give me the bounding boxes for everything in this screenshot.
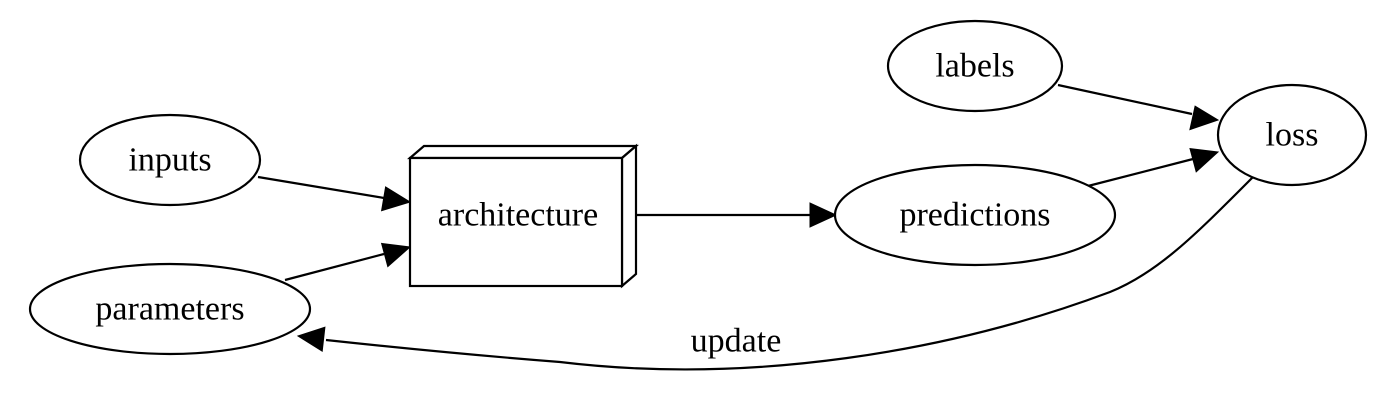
node-predictions: predictions — [833, 163, 1117, 267]
node-parameters-label: parameters — [95, 291, 244, 328]
node-architecture: architecture — [407, 143, 639, 289]
arrowhead-icon — [380, 242, 412, 268]
arrowhead-icon — [380, 186, 412, 212]
edge-predictions-to-loss — [1087, 148, 1220, 188]
box-side-face — [620, 143, 638, 289]
arrowhead-icon — [809, 202, 838, 228]
edge-parameters-to-architecture — [284, 242, 412, 282]
node-parameters: parameters — [28, 262, 312, 356]
edge-label-update: update — [691, 323, 782, 360]
arrowhead-icon — [296, 326, 326, 352]
box-front-face — [408, 156, 624, 288]
edge-labels-to-loss — [1057, 83, 1220, 131]
node-loss-label: loss — [1266, 117, 1319, 154]
node-architecture-label: architecture — [438, 197, 598, 234]
edge-loss-to-parameters — [296, 171, 1259, 371]
node-inputs-label: inputs — [128, 142, 211, 179]
node-labels: labels — [886, 19, 1064, 113]
node-loss: loss — [1216, 83, 1368, 187]
node-inputs: inputs — [78, 113, 262, 207]
node-predictions-label: predictions — [899, 197, 1050, 234]
node-labels-label: labels — [935, 48, 1014, 85]
edge-architecture-to-predictions — [636, 202, 838, 228]
arrowhead-icon — [1189, 105, 1220, 131]
arrowhead-icon — [1189, 148, 1220, 173]
box-top-face — [407, 144, 639, 160]
edge-inputs-to-architecture — [257, 175, 412, 212]
